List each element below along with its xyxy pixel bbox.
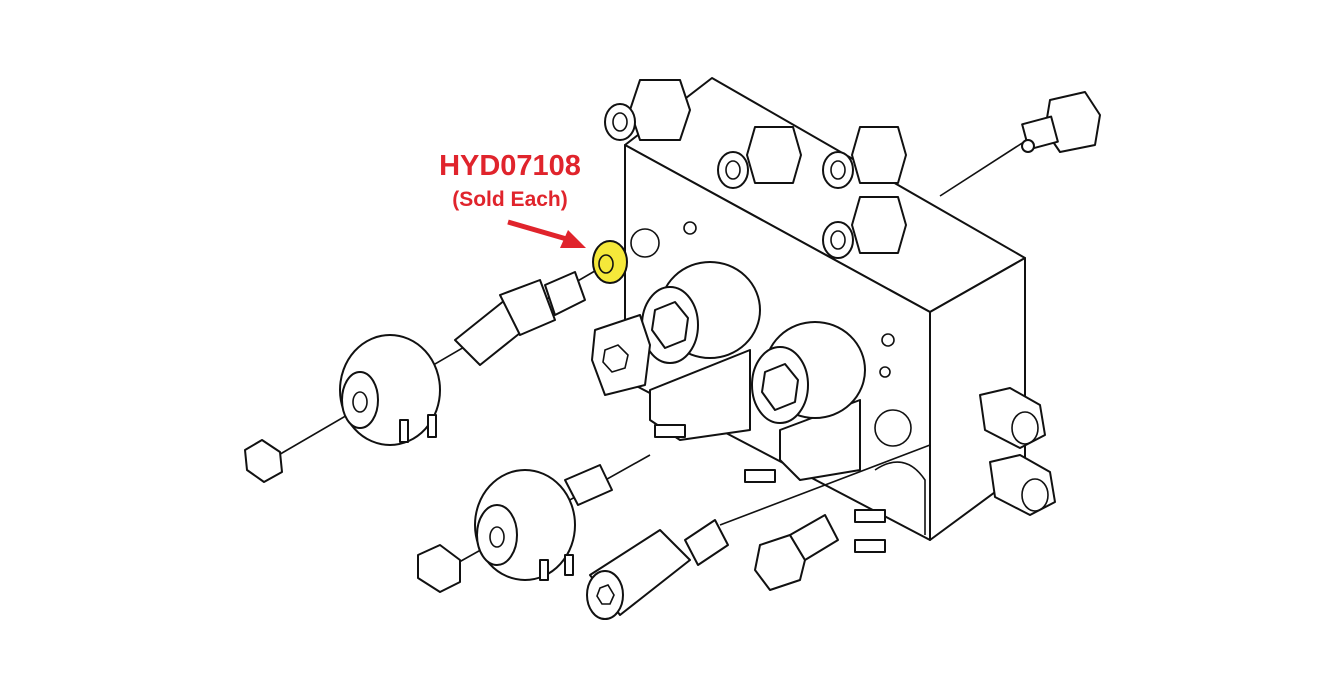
side-fittings bbox=[979, 387, 1056, 516]
part-number-label: HYD07108 bbox=[439, 150, 581, 182]
solenoid-valve-exploded bbox=[244, 267, 601, 483]
solenoid-valve-lower bbox=[417, 454, 651, 593]
check-plug bbox=[754, 514, 839, 591]
cartridge-valve bbox=[586, 444, 931, 620]
mounted-coils bbox=[591, 261, 886, 553]
highlighted-washer-part bbox=[592, 240, 628, 284]
sold-each-note: (Sold Each) bbox=[452, 188, 568, 211]
plug-fitting bbox=[1021, 91, 1101, 153]
elbow-fittings bbox=[604, 79, 907, 259]
callout-arrow bbox=[507, 219, 586, 248]
